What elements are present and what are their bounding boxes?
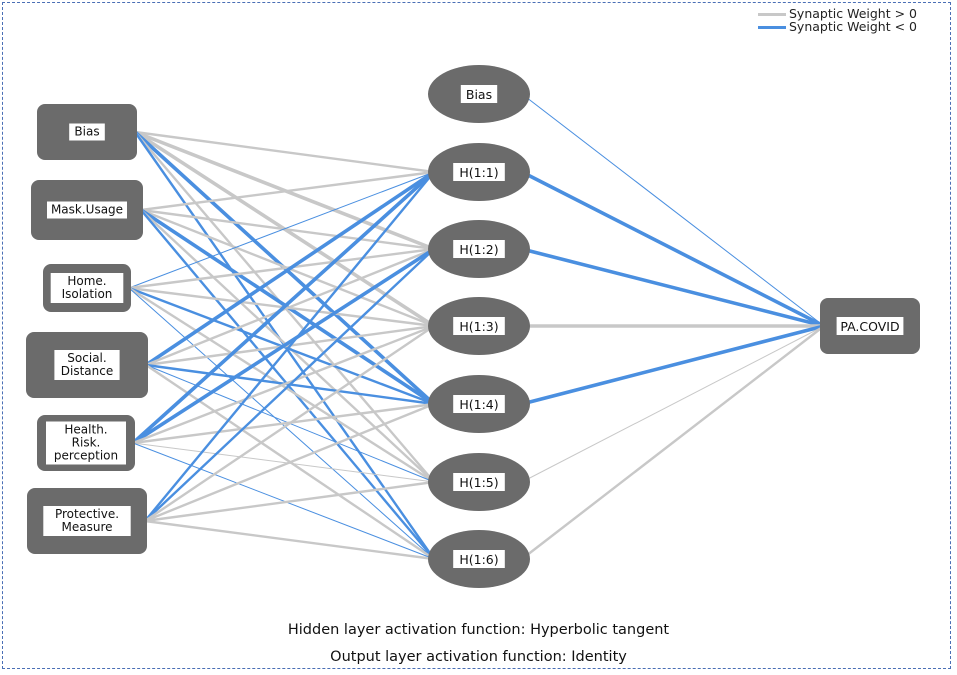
connection-in-health-h5 <box>132 442 435 483</box>
connection-in-social-h1 <box>144 170 436 367</box>
connection-h-bias-out <box>521 93 825 327</box>
connection-h2-out <box>520 247 826 328</box>
hidden-node-label-bg <box>453 550 505 568</box>
connection-in-home-h2 <box>127 247 436 290</box>
connection-h1-out <box>520 170 826 328</box>
figure-frame <box>2 2 951 669</box>
connection-lines <box>127 93 826 561</box>
connection-in-bias-h1 <box>133 130 436 174</box>
connection-in-social-h2 <box>144 247 436 367</box>
connection-in-mask-h1 <box>139 170 436 212</box>
input-node-home: Home.Isolation <box>43 264 131 312</box>
hidden-node-label: Bias <box>466 87 492 102</box>
connection-in-health-h3 <box>131 324 436 445</box>
network-nodes: BiasMask.UsageHome.IsolationSocial.Dista… <box>26 65 920 588</box>
hidden-node-label-bg <box>453 395 505 413</box>
input-node-label: perception <box>54 449 118 463</box>
legend-label-positive: Synaptic Weight > 0 <box>789 6 917 21</box>
connection-in-protect-h3 <box>143 324 436 523</box>
connection-in-home-h1 <box>128 171 435 289</box>
input-node-label: Measure <box>62 520 113 534</box>
input-node-label-bg <box>47 201 127 219</box>
output-activation-note: Output layer activation function: Identi… <box>330 649 627 665</box>
hidden-node-h6: H(1:6) <box>428 530 530 588</box>
hidden-node-label: H(1:6) <box>459 552 498 567</box>
output-node: PA.COVID <box>820 298 920 354</box>
hidden-node-label-bg <box>453 240 505 258</box>
connection-in-protect-h5 <box>143 480 436 523</box>
hidden-node-h4: H(1:4) <box>428 375 530 433</box>
hidden-activation-note: Hidden layer activation function: Hyperb… <box>287 622 670 638</box>
input-node-health: Health.Risk.perception <box>37 415 135 471</box>
hidden-node-h-bias: Bias <box>428 65 530 123</box>
legend-item-positive: Synaptic Weight > 0 <box>758 7 950 20</box>
connection-in-protect-h1 <box>143 170 436 523</box>
connection-h6-out <box>520 324 826 561</box>
input-node-label: Isolation <box>62 287 113 301</box>
hidden-node-label-bg <box>453 163 505 181</box>
hidden-node-label: H(1:1) <box>459 165 498 180</box>
input-node-label: Home. <box>67 274 106 288</box>
hidden-node-label-bg <box>453 317 505 335</box>
legend-item-negative: Synaptic Weight < 0 <box>758 20 950 33</box>
legend-swatch-negative <box>758 26 786 29</box>
legend-label-negative: Synaptic Weight < 0 <box>789 19 917 34</box>
hidden-node-label-bg <box>460 85 498 103</box>
connection-in-health-h6 <box>132 442 435 560</box>
hidden-node-label: H(1:5) <box>459 475 498 490</box>
connection-in-mask-h2 <box>139 208 436 251</box>
legend: Synaptic Weight > 0 Synaptic Weight < 0 <box>758 7 950 33</box>
input-node-label: Distance <box>61 364 113 378</box>
input-node-label: Social. <box>67 351 106 365</box>
hidden-node-h3: H(1:3) <box>428 297 530 355</box>
input-node-mask: Mask.Usage <box>31 180 143 240</box>
input-node-label-bg <box>43 506 131 536</box>
input-node-label: Bias <box>74 125 99 139</box>
hidden-node-h2: H(1:2) <box>428 220 530 278</box>
connection-in-protect-h2 <box>143 247 436 523</box>
connection-in-protect-h6 <box>143 519 436 561</box>
input-node-protect: Protective.Measure <box>27 488 147 554</box>
hidden-node-h1: H(1:1) <box>428 143 530 201</box>
input-node-bias: Bias <box>37 104 137 160</box>
output-node-label: PA.COVID <box>840 319 899 334</box>
input-node-label: Protective. <box>55 507 119 521</box>
connection-in-health-h4 <box>131 402 436 445</box>
connection-h5-out <box>521 325 825 483</box>
connection-h4-out <box>520 324 826 406</box>
input-node-label: Risk. <box>72 436 101 450</box>
hidden-node-h5: H(1:5) <box>428 453 530 511</box>
input-node-label: Health. <box>64 423 107 437</box>
connection-in-health-h1 <box>131 170 436 445</box>
input-node-label-bg <box>46 421 126 465</box>
hidden-node-label: H(1:2) <box>459 242 498 257</box>
output-node-label-bg <box>836 317 904 335</box>
input-node-label-bg <box>50 273 124 303</box>
input-node-label-bg <box>69 123 105 141</box>
hidden-node-label: H(1:3) <box>459 319 498 334</box>
input-node-social: Social.Distance <box>26 332 148 398</box>
hidden-node-label: H(1:4) <box>459 397 498 412</box>
legend-swatch-positive <box>758 13 786 16</box>
hidden-node-label-bg <box>453 473 505 491</box>
connection-in-protect-h4 <box>143 402 436 523</box>
connection-in-health-h2 <box>131 247 436 445</box>
input-node-label-bg <box>54 350 120 380</box>
input-node-label: Mask.Usage <box>51 203 123 217</box>
